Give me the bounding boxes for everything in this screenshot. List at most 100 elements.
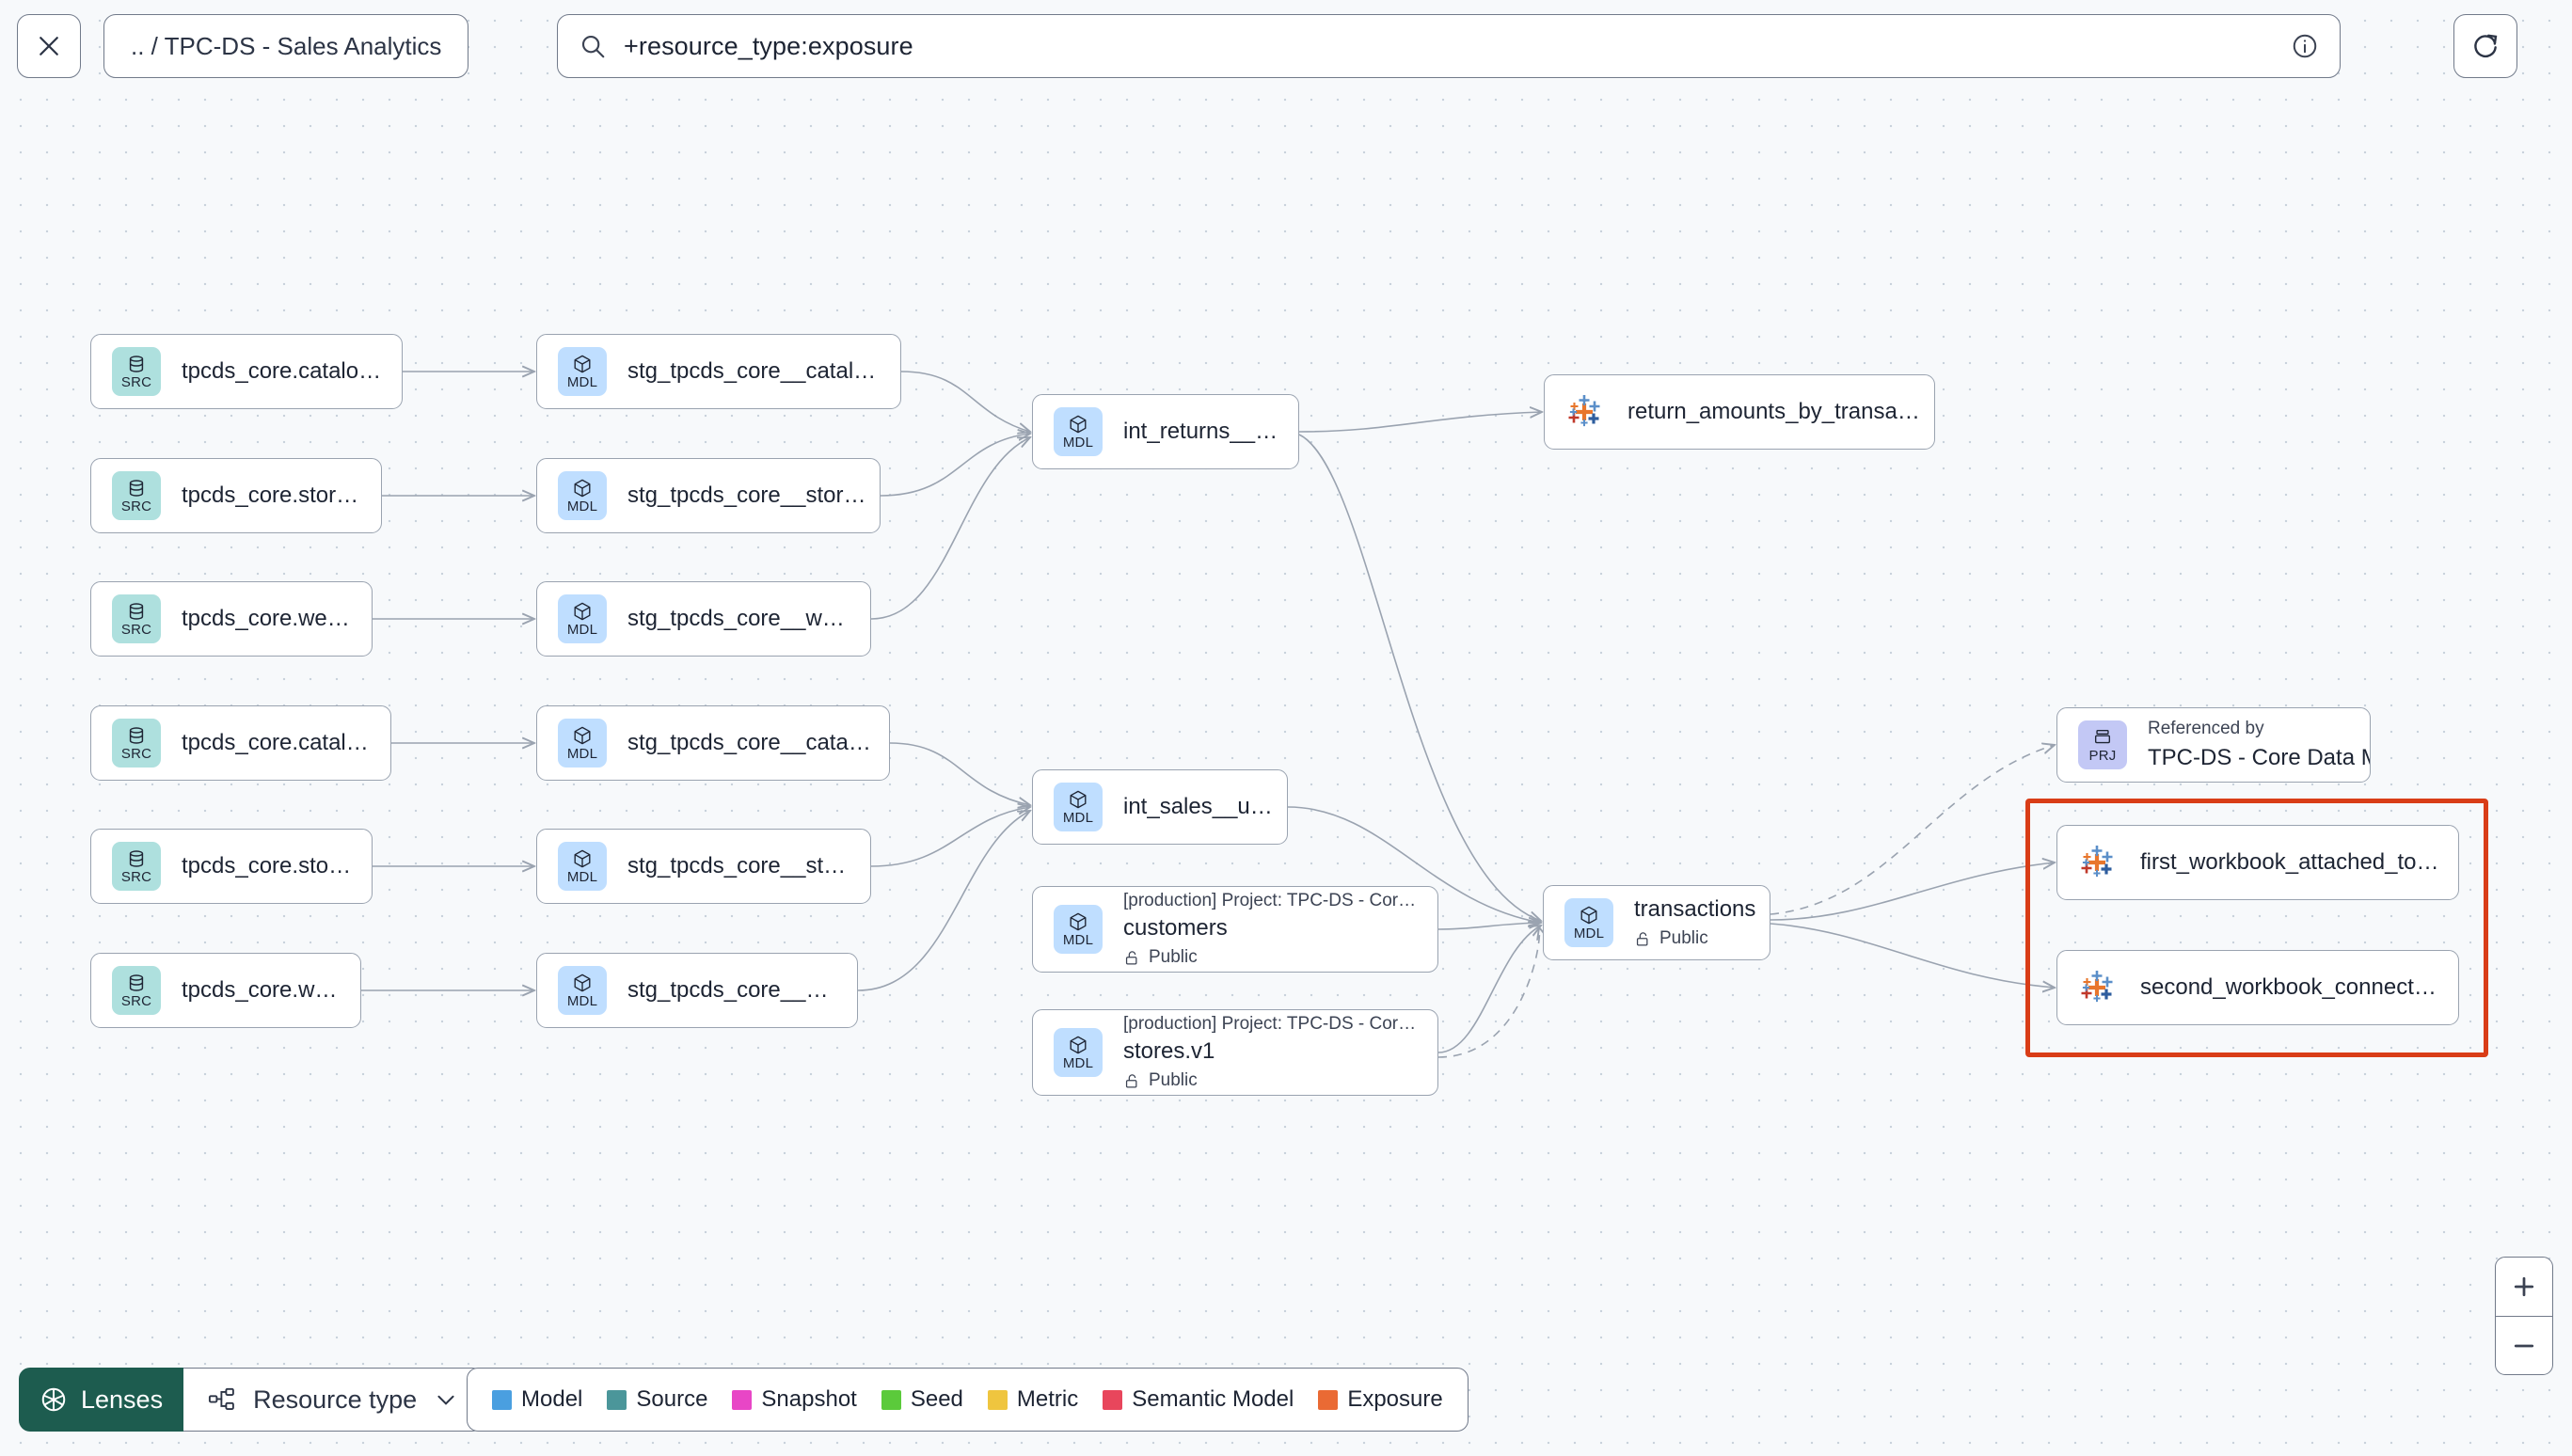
node-label: stg_tpcds_core__catalog_sales: [627, 730, 889, 755]
legend-item-metric[interactable]: Metric: [987, 1386, 1079, 1413]
tableau-icon: [1565, 393, 1603, 431]
node-type-badge-mdl: MDL: [558, 594, 607, 643]
legend-item-source[interactable]: Source: [607, 1386, 707, 1413]
node-access-label: Public: [1659, 928, 1708, 948]
cube-icon: [572, 354, 593, 374]
node-access-label: Public: [1149, 1070, 1198, 1090]
database-icon: [126, 478, 147, 499]
node-type-code: MDL: [566, 746, 598, 762]
node-type-badge-mdl: MDL: [1054, 783, 1103, 831]
legend-swatch: [987, 1389, 1008, 1410]
lineage-search-input[interactable]: +resource_type:exposure: [557, 14, 2341, 78]
graph-node-stg_web_sales[interactable]: MDL stg_tpcds_core__web_sales: [536, 953, 858, 1028]
node-text-stack: [production] Project: TPC-DS - Core Data…: [1123, 891, 1436, 968]
search-query-text: +resource_type:exposure: [624, 31, 913, 60]
node-label: second_workbook_connected_to_live…: [2140, 974, 2458, 1000]
database-icon: [126, 354, 147, 374]
node-access-meta: Public: [1634, 928, 1755, 949]
legend-item-snapshot[interactable]: Snapshot: [732, 1386, 857, 1413]
node-access-label: Public: [1149, 947, 1198, 967]
node-type-badge-mdl: MDL: [1564, 898, 1613, 947]
graph-node-stg_catalog_sales[interactable]: MDL stg_tpcds_core__catalog_sales: [536, 705, 890, 781]
tableau-icon: [2078, 844, 2116, 881]
bottom-toolbar: Lenses Resource type Model Source Snapshot…: [0, 1343, 2572, 1456]
graph-node-src_catalog_sales[interactable]: SRC tpcds_core.catalog_sales: [90, 705, 391, 781]
refresh-button[interactable]: [2453, 14, 2517, 78]
zoom-in-button[interactable]: [2496, 1258, 2552, 1316]
breadcrumb-label: .. / TPC-DS - Sales Analytics: [131, 31, 442, 60]
database-icon: [126, 725, 147, 746]
node-type-code: SRC: [120, 746, 152, 762]
graph-node-first_workbook[interactable]: first_workbook_attached_to_tpc-ds_-_…: [2056, 825, 2459, 900]
graph-node-return_amounts_by_transaction_type[interactable]: return_amounts_by_transaction_type: [1544, 374, 1935, 450]
node-label: tpcds_core.store_sales: [182, 853, 372, 878]
graph-node-stores_v1[interactable]: MDL[production] Project: TPC-DS - Core D…: [1032, 1009, 1438, 1096]
hierarchy-icon: [208, 1385, 236, 1414]
cube-icon: [572, 601, 593, 622]
node-type-badge-mdl: MDL: [558, 719, 607, 768]
cube-icon: [572, 848, 593, 869]
node-access-meta: Public: [1123, 947, 1436, 968]
top-toolbar: .. / TPC-DS - Sales Analytics +resource_…: [0, 0, 2572, 111]
info-icon[interactable]: [2291, 32, 2319, 60]
legend-swatch: [881, 1389, 901, 1410]
node-label: first_workbook_attached_to_tpc-ds_-_…: [2140, 849, 2458, 875]
node-label: transactions: [1634, 896, 1756, 922]
graph-node-int_returns_unioned[interactable]: MDL int_returns__unioned: [1032, 394, 1299, 469]
node-type-code: MDL: [1062, 810, 1094, 826]
node-label: tpcds_core.web_returns: [182, 606, 372, 631]
legend-swatch: [732, 1389, 753, 1410]
graph-node-stg_catalog_returns[interactable]: MDL stg_tpcds_core__catalog_returns: [536, 334, 901, 409]
node-type-code: SRC: [120, 622, 152, 638]
lenses-button[interactable]: Lenses: [19, 1368, 184, 1432]
minus-icon: [2514, 1344, 2534, 1347]
graph-node-second_workbook[interactable]: second_workbook_connected_to_live…: [2056, 950, 2459, 1025]
close-lineage-button[interactable]: [17, 14, 81, 78]
legend-label: Metric: [1016, 1386, 1079, 1412]
node-label: tpcds_core.catalog_sales: [182, 730, 390, 755]
node-access-meta: Public: [1123, 1070, 1436, 1091]
node-type-badge-mdl: MDL: [558, 471, 607, 520]
node-type-badge-mdl: MDL: [558, 347, 607, 396]
graph-node-src_store_returns[interactable]: SRC tpcds_core.store_returns: [90, 458, 382, 533]
node-type-badge-mdl: MDL: [1054, 407, 1103, 456]
zoom-out-button[interactable]: [2496, 1316, 2552, 1374]
resource-type-dropdown[interactable]: Resource type: [183, 1368, 484, 1432]
node-type-badge-mdl: MDL: [558, 842, 607, 891]
legend-label: Snapshot: [761, 1386, 857, 1412]
legend-item-model[interactable]: Model: [492, 1386, 582, 1413]
node-label: stg_tpcds_core__catalog_returns: [627, 358, 900, 384]
node-type-code: MDL: [566, 622, 598, 638]
graph-node-src_web_returns[interactable]: SRC tpcds_core.web_returns: [90, 581, 373, 657]
node-type-badge-src: SRC: [112, 471, 161, 520]
refresh-icon: [2474, 34, 2498, 57]
tableau-icon: [2078, 969, 2116, 1006]
node-type-badge-src: SRC: [112, 347, 161, 396]
legend-label: Seed: [910, 1386, 963, 1412]
graph-node-customers[interactable]: MDL[production] Project: TPC-DS - Core D…: [1032, 886, 1438, 973]
node-label: int_returns__unioned: [1123, 419, 1298, 444]
legend-item-semantic-model[interactable]: Semantic Model: [1103, 1386, 1294, 1413]
legend-item-seed[interactable]: Seed: [881, 1386, 963, 1413]
legend-item-exposure[interactable]: Exposure: [1318, 1386, 1443, 1413]
node-type-badge-mdl: MDL: [558, 966, 607, 1015]
node-label: stg_tpcds_core__web_sales: [627, 977, 857, 1003]
legend-swatch: [1318, 1389, 1339, 1410]
cube-icon: [1579, 905, 1599, 926]
plus-icon: [2514, 1276, 2534, 1297]
node-label: TPC-DS - Core Data Models: [2148, 745, 2370, 770]
cube-icon: [1068, 911, 1088, 932]
breadcrumb[interactable]: .. / TPC-DS - Sales Analytics: [103, 14, 469, 78]
node-label: tpcds_core.store_returns: [182, 483, 381, 508]
